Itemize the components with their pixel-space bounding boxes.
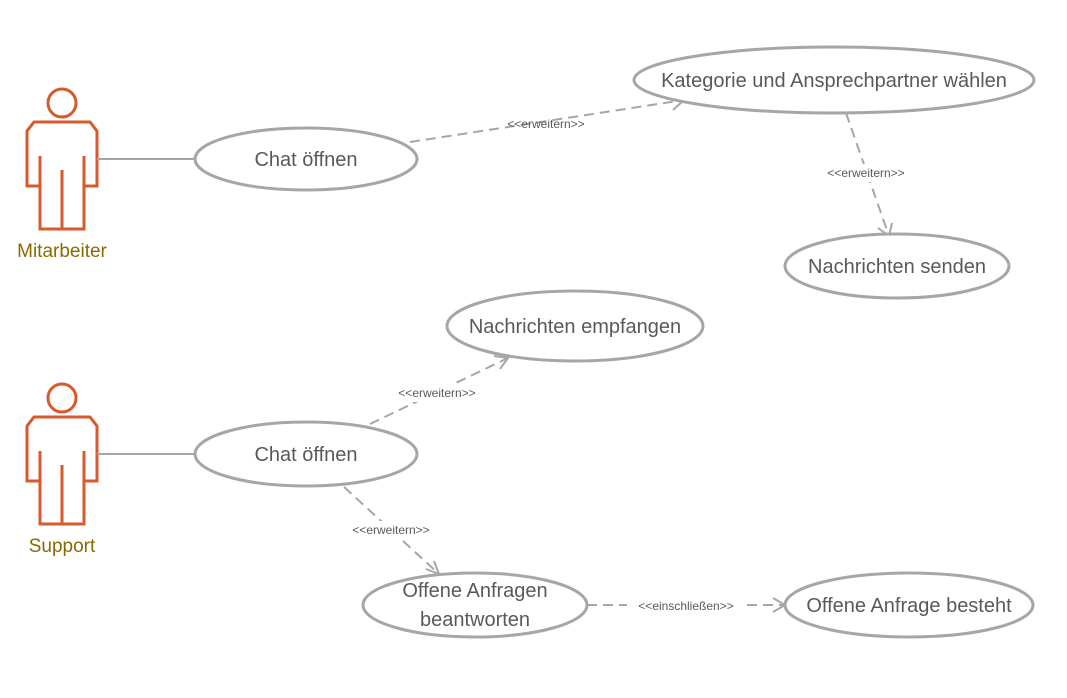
label-background (388, 384, 486, 402)
usecase-label-line2: beantworten (420, 609, 530, 631)
dependency-erweitern-2: <<erweitern>> (818, 112, 914, 238)
arrowhead (493, 355, 510, 370)
dependency-line (369, 357, 509, 425)
relation-label: <<einschließen>> (638, 599, 733, 613)
dependency-line (409, 99, 685, 143)
dependency-erweitern-3: <<erweitern>> (369, 355, 510, 425)
relation-label: <<erweitern>> (507, 117, 584, 131)
dependency-erweitern-1: <<erweitern>> (409, 93, 686, 143)
usecase-ellipse (193, 126, 419, 192)
usecase-ellipse (783, 571, 1035, 639)
actor-support[interactable]: Support (25, 382, 99, 557)
actor-head (46, 87, 78, 119)
usecase-kategorie-waehlen[interactable]: Kategorie und Ansprechpartner wählen (632, 45, 1036, 115)
relation-label: <<erweitern>> (352, 523, 429, 537)
usecase-label-line1: Offene Anfragen (402, 580, 547, 602)
usecase-chat-oeffnen-mitarbeiter[interactable]: Chat öffnen (193, 126, 419, 192)
usecase-offene-anfrage-besteht[interactable]: Offene Anfrage besteht (783, 571, 1035, 639)
usecase-nachrichten-senden[interactable]: Nachrichten senden (783, 232, 1011, 300)
usecase-label: Offene Anfrage besteht (806, 595, 1012, 617)
relation-label: <<erweitern>> (398, 386, 475, 400)
usecase-ellipse (632, 45, 1036, 115)
dependency-erweitern-4: <<erweitern>> (342, 486, 441, 576)
usecase-label: Nachrichten empfangen (469, 316, 681, 338)
label-background (818, 164, 914, 182)
usecase-label: Chat öffnen (254, 444, 357, 466)
relation-label: <<erweitern>> (827, 166, 904, 180)
usecase-chat-oeffnen-support[interactable]: Chat öffnen (193, 420, 419, 488)
actor-label: Support (29, 536, 96, 557)
actor-label: Mitarbeiter (17, 241, 107, 262)
usecase-ellipse (193, 420, 419, 488)
actor-body (25, 415, 99, 526)
usecase-offene-anfragen-beantworten[interactable]: Offene Anfragen beantworten (361, 571, 589, 639)
usecase-ellipse (361, 571, 589, 639)
usecase-nachrichten-empfangen[interactable]: Nachrichten empfangen (445, 289, 705, 363)
dependency-einschliessen: <<einschließen>> (587, 597, 787, 615)
actor-head (46, 382, 78, 414)
usecase-ellipse (783, 232, 1011, 300)
label-background (342, 521, 440, 539)
usecase-label: Kategorie und Ansprechpartner wählen (661, 70, 1007, 92)
usecase-ellipse (445, 289, 705, 363)
label-background (627, 597, 745, 615)
actor-body (25, 120, 99, 231)
usecase-label: Nachrichten senden (808, 256, 986, 278)
actor-mitarbeiter[interactable]: Mitarbeiter (17, 87, 108, 262)
usecase-label: Chat öffnen (254, 149, 357, 171)
